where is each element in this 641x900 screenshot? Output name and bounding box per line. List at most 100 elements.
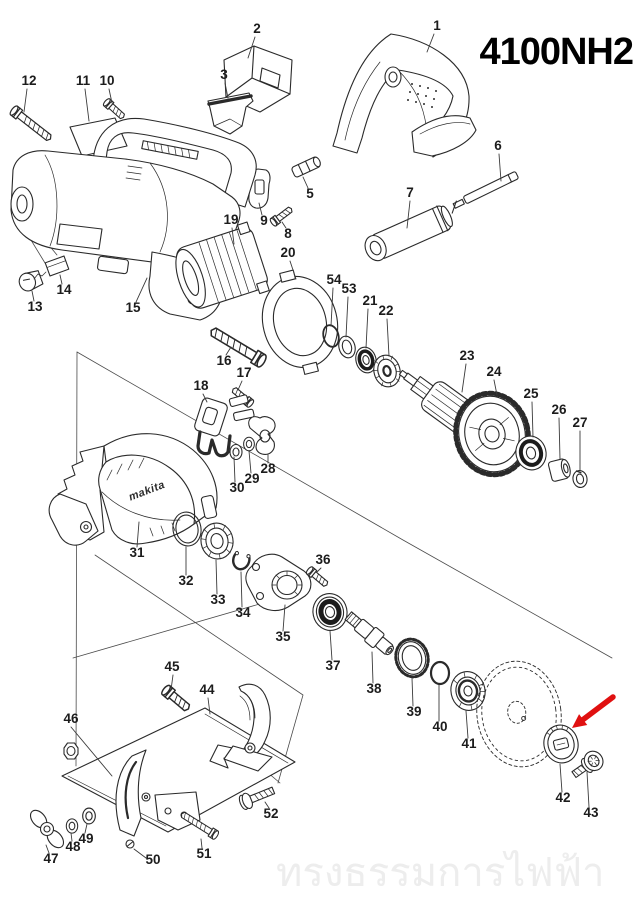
- leader-line-43: [586, 771, 590, 808]
- part-label-15: 15: [125, 300, 141, 315]
- leader-line-33: [215, 559, 218, 595]
- leader-line-9: [258, 202, 263, 216]
- leader-line-34: [240, 571, 243, 608]
- leader-line-3: [224, 82, 229, 99]
- part-label-38: 38: [366, 681, 382, 696]
- leader-line-53: [345, 296, 349, 338]
- leader-line-19: [231, 227, 235, 245]
- part-49-drawing: [82, 807, 96, 825]
- part-31-drawing: makita: [48, 433, 218, 546]
- part-8-drawing: [268, 204, 295, 228]
- part-37-drawing: [312, 593, 348, 631]
- part-18-drawing: [194, 394, 255, 458]
- part-label-12: 12: [21, 73, 36, 88]
- part-label-30: 30: [229, 480, 244, 495]
- part-label-41: 41: [461, 736, 477, 751]
- part-28-drawing: [248, 415, 276, 455]
- part-label-16: 16: [216, 353, 232, 368]
- leader-line-14: [59, 274, 63, 285]
- leader-line-37: [329, 630, 333, 661]
- leader-line-45: [170, 674, 174, 691]
- leader-line-54: [330, 287, 334, 327]
- leader-line-50: [133, 848, 147, 859]
- part-label-18: 18: [193, 378, 209, 393]
- part-40-drawing: [429, 660, 451, 686]
- part-label-23: 23: [459, 348, 475, 363]
- part-27-drawing: [572, 469, 588, 489]
- part-label-25: 25: [523, 386, 539, 401]
- part-label-48: 48: [65, 839, 81, 854]
- part-5-drawing: [291, 156, 321, 178]
- part-24-drawing: [453, 390, 531, 478]
- part-label-13: 13: [27, 299, 43, 314]
- leader-line-23: [461, 363, 467, 393]
- part-label-43: 43: [583, 805, 599, 820]
- leader-line-7: [406, 200, 411, 229]
- leader-line-48: [70, 832, 73, 842]
- leader-line-6: [498, 153, 502, 182]
- leader-line-13: [31, 290, 35, 302]
- part-label-17: 17: [236, 365, 251, 380]
- leader-line-49: [84, 823, 88, 834]
- leader-line-38: [371, 651, 374, 684]
- red-arrow-head: [572, 714, 588, 728]
- part-label-8: 8: [284, 226, 292, 241]
- leader-line-39: [411, 677, 414, 707]
- part-label-36: 36: [315, 552, 331, 567]
- leader-line-26: [558, 417, 561, 460]
- part-38-drawing: [344, 611, 394, 656]
- part-7-drawing: [364, 205, 453, 262]
- part-34-drawing: [232, 551, 251, 571]
- part-48-drawing: [65, 818, 79, 834]
- part-label-14: 14: [56, 282, 72, 297]
- part-52-drawing: [238, 786, 276, 810]
- part-32-drawing: [172, 511, 202, 547]
- leader-line-21: [365, 308, 369, 349]
- part-44-drawing: [61, 683, 296, 837]
- part-label-9: 9: [260, 213, 268, 228]
- part-label-26: 26: [551, 402, 567, 417]
- part-50-drawing: [125, 839, 135, 849]
- part-30-drawing: [229, 443, 243, 461]
- part-label-21: 21: [362, 293, 378, 308]
- part-label-35: 35: [275, 629, 291, 644]
- part-label-28: 28: [260, 461, 276, 476]
- part-label-42: 42: [555, 790, 570, 805]
- part-label-3: 3: [220, 67, 228, 82]
- page-title: 4100NH2: [479, 31, 633, 73]
- part-1-drawing: [332, 33, 477, 158]
- red-arrow-shaft: [578, 694, 616, 725]
- part-10-drawing: [101, 97, 128, 122]
- part-label-27: 27: [572, 415, 587, 430]
- leader-line-22: [386, 318, 390, 357]
- watermark-text: ทรงธรรมการไฟฟ้า: [276, 850, 605, 895]
- leader-line-51: [200, 838, 203, 849]
- part-label-19: 19: [223, 212, 238, 227]
- part-label-10: 10: [99, 73, 114, 88]
- part-14-drawing: [33, 255, 70, 280]
- part-53-drawing: [338, 335, 356, 359]
- part-54-drawing: [322, 324, 340, 348]
- part-label-29: 29: [244, 471, 259, 486]
- part-41-drawing: [450, 671, 486, 711]
- part-25-drawing: [515, 435, 547, 471]
- part-42-drawing: [543, 724, 579, 764]
- part-label-44: 44: [199, 682, 215, 697]
- part-45-drawing: [159, 683, 193, 715]
- leader-line-44: [207, 697, 211, 715]
- part-label-22: 22: [378, 303, 393, 318]
- part-label-40: 40: [432, 719, 447, 734]
- part-label-45: 45: [164, 659, 180, 674]
- leader-line-20: [289, 260, 297, 280]
- part-label-24: 24: [486, 364, 502, 379]
- part-33-drawing: [200, 522, 234, 560]
- part-21-drawing: [355, 346, 377, 374]
- part-6-drawing: [451, 171, 519, 214]
- part-35-drawing: [245, 553, 312, 612]
- leader-line-41: [465, 710, 469, 739]
- part-label-53: 53: [341, 281, 357, 296]
- leader-line-25: [531, 401, 534, 438]
- part-46-drawing: [63, 742, 79, 760]
